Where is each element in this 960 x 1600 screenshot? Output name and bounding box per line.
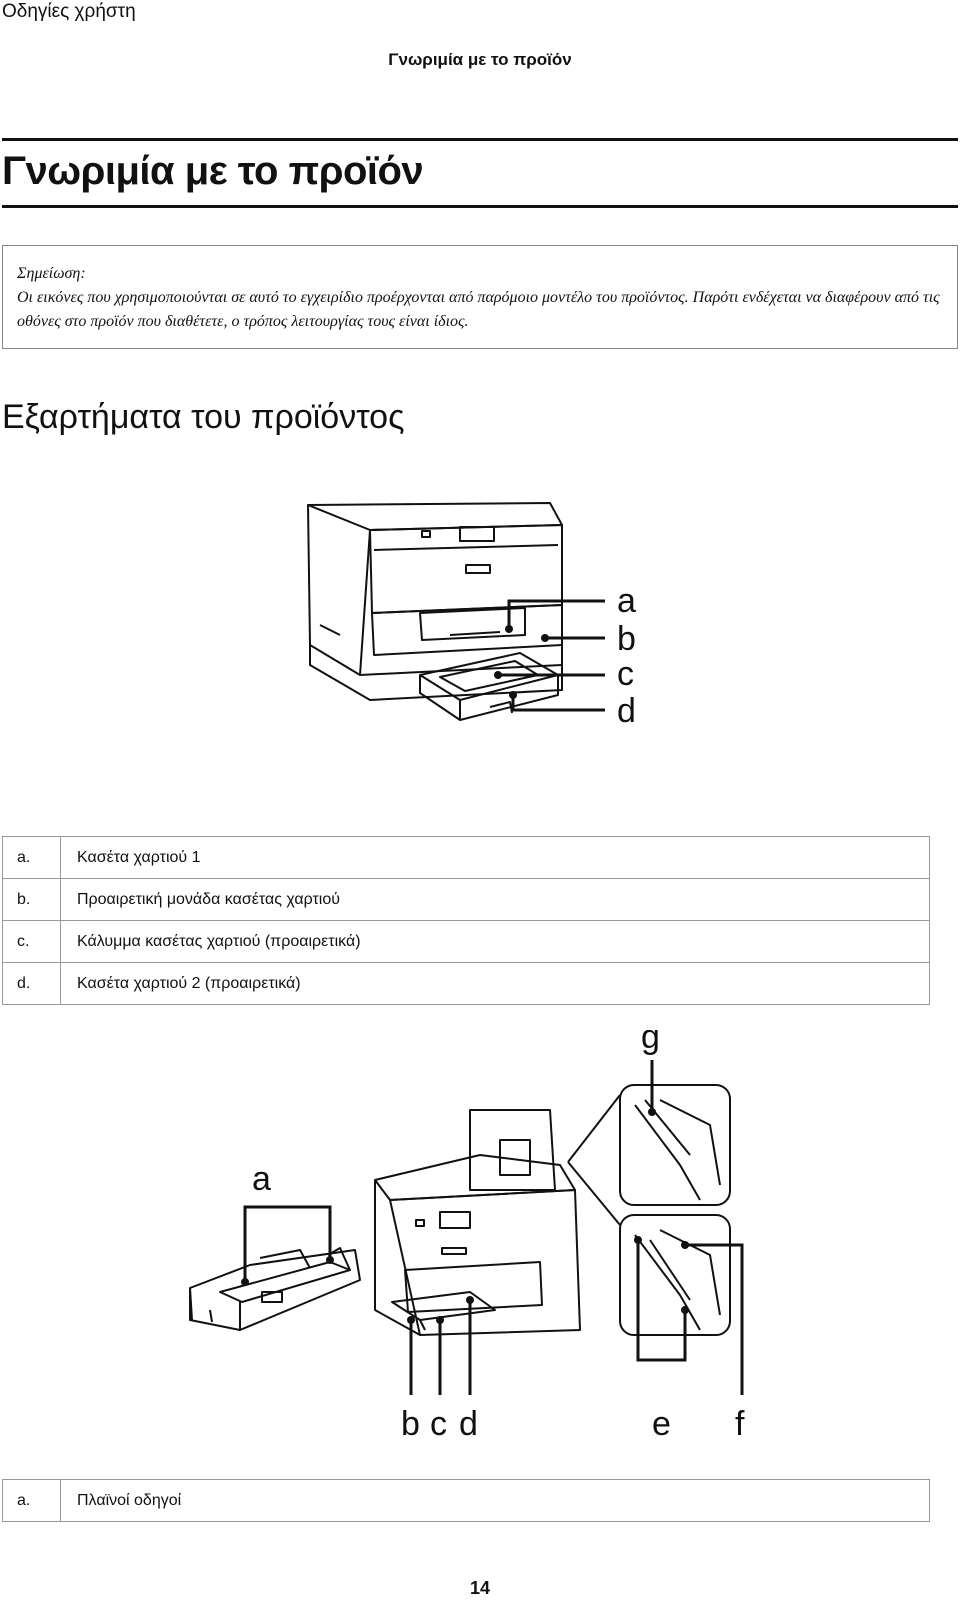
parts-table-1: a. Κασέτα χαρτιού 1 b. Προαιρετική μονάδ… bbox=[2, 836, 930, 1005]
note-box: Σημείωση: Οι εικόνες που χρησιμοποιούντα… bbox=[2, 245, 958, 349]
table-key: d. bbox=[2, 962, 61, 1005]
callout-c: c bbox=[430, 1405, 447, 1443]
parts-table-2: a. Πλαϊνοί οδηγοί bbox=[2, 1479, 930, 1522]
table-key: b. bbox=[2, 878, 61, 921]
callout-a: a bbox=[252, 1160, 271, 1198]
table-value: Κάλυμμα κασέτας χαρτιού (προαιρετικά) bbox=[60, 920, 930, 963]
table-row: a. Κασέτα χαρτιού 1 bbox=[2, 836, 930, 879]
running-header: Οδηγίες χρήστη bbox=[2, 1, 136, 22]
printer-illustration-2: g a b c d e f bbox=[189, 1030, 745, 1443]
figure-printer-parts-detail: g a b c d e f bbox=[180, 1030, 780, 1450]
table-value: Κασέτα χαρτιού 1 bbox=[60, 836, 930, 879]
callout-g: g bbox=[641, 1030, 660, 1056]
callout-e: e bbox=[652, 1405, 671, 1443]
title-block: Γνωριμία με το προϊόν bbox=[2, 138, 958, 208]
figure-printer-with-cassette-unit: a b c d bbox=[300, 495, 660, 755]
callout-c: c bbox=[617, 655, 634, 693]
section-header: Γνωριμία με το προϊόν bbox=[388, 50, 572, 69]
table-value: Προαιρετική μονάδα κασέτας χαρτιού bbox=[60, 878, 930, 921]
table-row: b. Προαιρετική μονάδα κασέτας χαρτιού bbox=[2, 878, 930, 921]
callout-d: d bbox=[459, 1405, 478, 1443]
table-key: a. bbox=[2, 1479, 61, 1522]
page-number: 14 bbox=[469, 1578, 491, 1598]
callout-b: b bbox=[617, 620, 636, 658]
callout-f: f bbox=[735, 1405, 745, 1443]
section-title: Εξαρτήματα του προϊόντος bbox=[2, 398, 405, 436]
table-value: Κασέτα χαρτιού 2 (προαιρετικά) bbox=[60, 962, 930, 1005]
table-key: c. bbox=[2, 920, 61, 963]
page-title: Γνωριμία με το προϊόν bbox=[2, 149, 424, 193]
table-row: a. Πλαϊνοί οδηγοί bbox=[2, 1479, 930, 1522]
callout-b: b bbox=[401, 1405, 420, 1443]
table-key: a. bbox=[2, 836, 61, 879]
callout-a: a bbox=[617, 582, 636, 620]
table-row: d. Κασέτα χαρτιού 2 (προαιρετικά) bbox=[2, 962, 930, 1005]
table-row: c. Κάλυμμα κασέτας χαρτιού (προαιρετικά) bbox=[2, 920, 930, 963]
note-text: Οι εικόνες που χρησιμοποιούνται σε αυτό … bbox=[17, 289, 940, 330]
printer-illustration-1: a b c d bbox=[307, 502, 636, 730]
table-value: Πλαϊνοί οδηγοί bbox=[60, 1479, 930, 1522]
note-label: Σημείωση: bbox=[17, 265, 86, 282]
callout-d: d bbox=[617, 692, 636, 730]
